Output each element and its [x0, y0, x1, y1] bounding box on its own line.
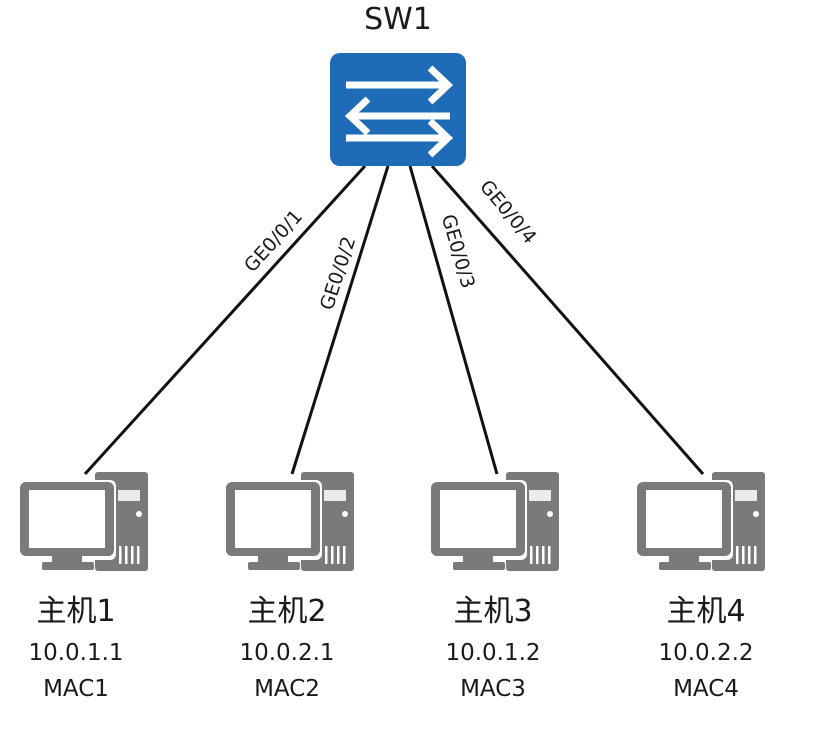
pc-icon[interactable] [635, 472, 765, 571]
host-ip-3: 10.0.1.2 [445, 640, 541, 666]
host-mac-4: MAC4 [673, 676, 739, 702]
host-mac-2: MAC2 [254, 676, 320, 702]
host-name-1: 主机1 [36, 594, 116, 629]
link-ge0-0-2 [290, 165, 390, 475]
pc-icon[interactable] [429, 472, 559, 571]
switch-icon[interactable] [330, 53, 466, 166]
link-ge0-0-4 [430, 165, 705, 475]
host-ip-1: 10.0.1.1 [28, 640, 124, 666]
host-name-4: 主机4 [666, 594, 746, 629]
link-ge0-0-3 [408, 165, 499, 475]
switch-name: SW1 [364, 2, 432, 37]
host-ip-4: 10.0.2.2 [658, 640, 754, 666]
pc-icon[interactable] [18, 472, 148, 571]
pc-icon[interactable] [224, 472, 354, 571]
host-name-2: 主机2 [247, 594, 327, 629]
link-ge0-0-1 [83, 164, 367, 476]
host-ip-2: 10.0.2.1 [239, 640, 335, 666]
host-name-3: 主机3 [453, 594, 533, 629]
host-mac-1: MAC1 [43, 676, 109, 702]
host-mac-3: MAC3 [460, 676, 526, 702]
